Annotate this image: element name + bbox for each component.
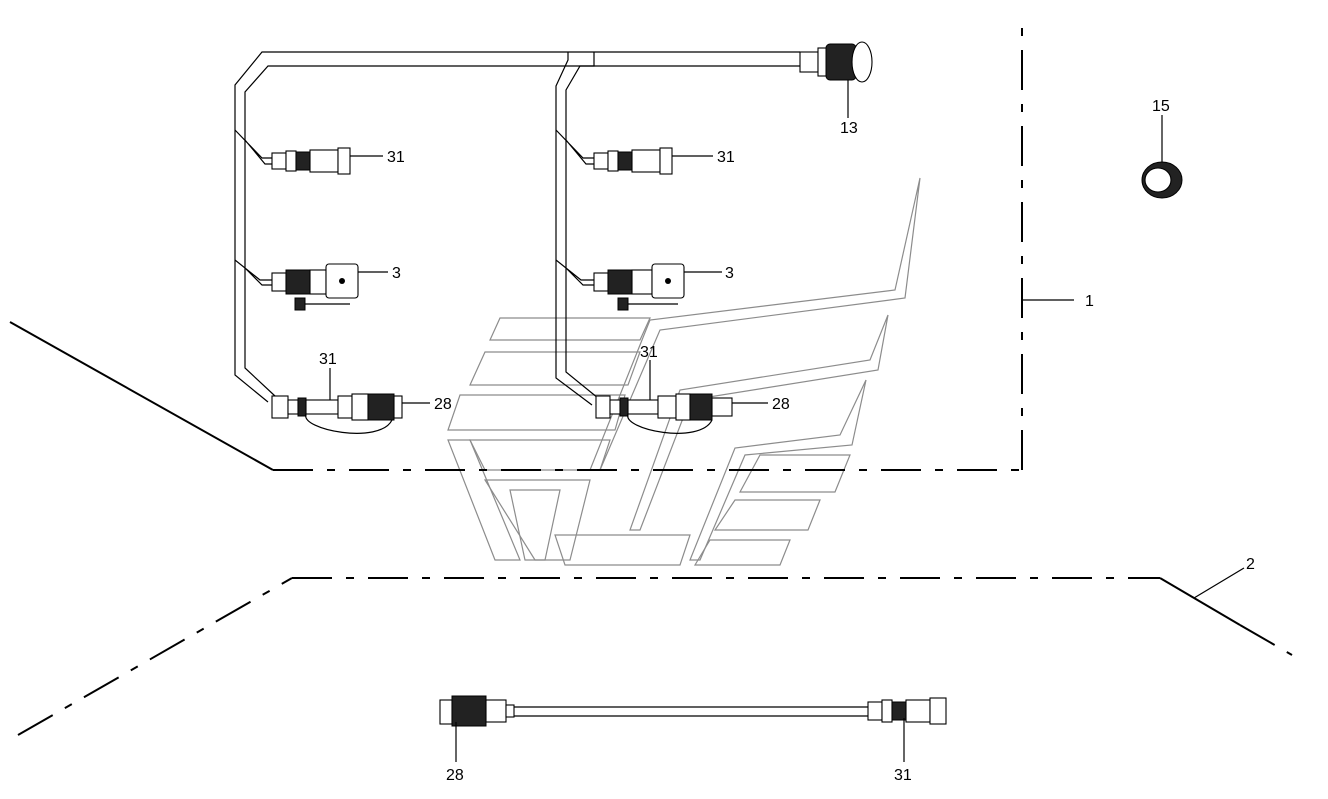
main-connector-13	[799, 41, 873, 118]
callout-31-left-top: 31	[387, 149, 405, 166]
leader-2	[1193, 567, 1245, 599]
upper-boundary-solid	[9, 321, 274, 471]
left-connector-31-28	[271, 368, 430, 434]
callout-31-right-top: 31	[717, 149, 735, 166]
callout-31-right-bottom: 31	[640, 344, 658, 361]
lower-left-boundary-dash	[17, 577, 293, 736]
connector-15	[1141, 115, 1183, 199]
callout-28-right: 28	[772, 396, 790, 413]
callout-3-left: 3	[392, 265, 401, 282]
right-connector-3	[593, 263, 722, 311]
left-connector-31-top	[271, 147, 383, 175]
callout-31-bottom: 31	[894, 767, 912, 784]
callout-28-bottom: 28	[446, 767, 464, 784]
callout-1: 1	[1085, 293, 1094, 310]
adapter-cable	[439, 695, 947, 762]
lower-right-boundary-dash	[1239, 624, 1293, 656]
callout-28-left: 28	[434, 396, 452, 413]
callout-13: 13	[840, 120, 858, 137]
lower-right-boundary-solid	[1159, 577, 1241, 626]
main-harness	[234, 51, 800, 406]
boundary-lines	[9, 18, 1293, 736]
callout-3-right: 3	[725, 265, 734, 282]
watermark-logo	[447, 177, 921, 566]
callout-31-left-bottom: 31	[319, 351, 337, 368]
right-connector-31-28	[595, 360, 768, 434]
callout-15: 15	[1152, 98, 1170, 115]
left-connector-3	[271, 263, 388, 311]
callout-2: 2	[1246, 556, 1255, 573]
right-connector-31-top	[593, 147, 713, 175]
